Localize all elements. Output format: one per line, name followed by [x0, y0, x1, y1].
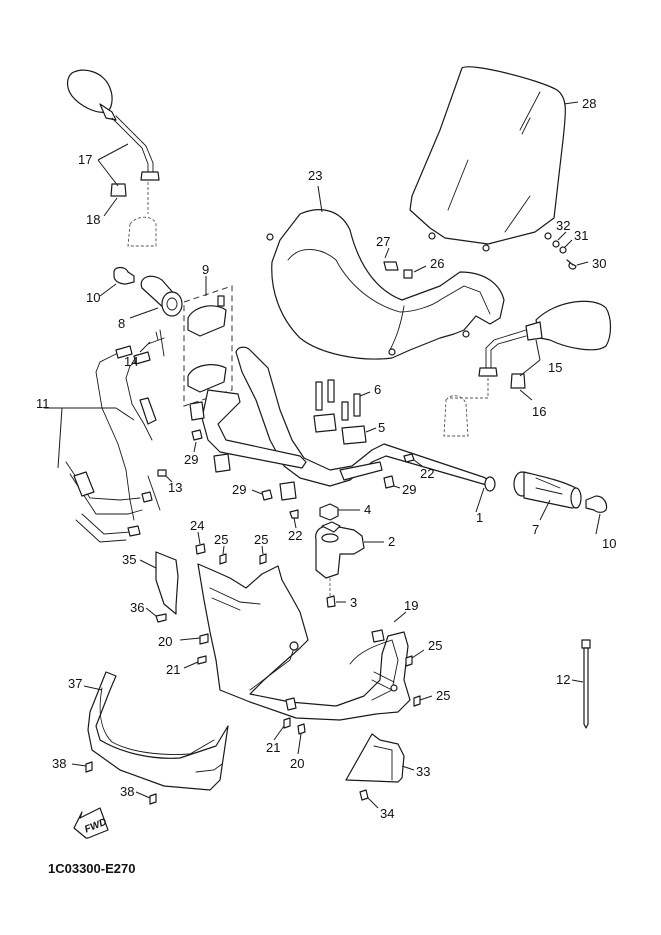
collar-29-lower — [251, 489, 273, 501]
handlebar-cover — [266, 185, 505, 360]
side-cover-35 — [139, 551, 179, 615]
callout-17-mirror-left: 17 — [78, 152, 92, 167]
callout-4-nut: 4 — [364, 502, 371, 517]
collar-29-left — [191, 429, 203, 453]
front-cover-lower — [83, 671, 229, 791]
handlebar — [189, 346, 496, 513]
callout-18-nut-mirror-left: 18 — [86, 212, 100, 227]
nut-clip-27 — [383, 247, 399, 271]
callout-34-screw: 34 — [380, 806, 394, 821]
inner-cover — [197, 563, 411, 721]
bar-end-left — [99, 266, 135, 297]
callout-29-collar: 29 — [402, 482, 416, 497]
grip-left — [129, 275, 183, 319]
nut-clip-24 — [195, 531, 206, 555]
nut-clip-20-a — [179, 633, 209, 645]
callout-35-side-cover: 35 — [122, 552, 136, 567]
callout-19-inner-cover: 19 — [404, 598, 418, 613]
callout-25-screw: 25 — [436, 688, 450, 703]
mirror-right — [443, 300, 612, 437]
cable-tie — [571, 639, 591, 729]
callout-23-handlebar-cover: 23 — [308, 168, 322, 183]
callout-38-screw: 38 — [52, 756, 66, 771]
screw-36 — [145, 607, 167, 623]
grip-right — [513, 471, 582, 521]
bolts-6 — [315, 379, 371, 421]
callout-3-damper: 3 — [350, 595, 357, 610]
callout-10-bar-end-left: 10 — [86, 290, 100, 305]
screw-25-d — [413, 695, 433, 707]
callout-22-screw: 22 — [288, 528, 302, 543]
callout-25-screw: 25 — [214, 532, 228, 547]
drawing-code: 1C03300-E270 — [48, 861, 135, 876]
callout-11-brake-cables: 11 — [36, 396, 50, 411]
callout-25-screw: 25 — [428, 638, 442, 653]
callout-36-screw: 36 — [130, 600, 144, 615]
callout-37-front-cover-lower: 37 — [68, 676, 82, 691]
callout-29-collar: 29 — [232, 482, 246, 497]
callout-30-bolt: 30 — [592, 256, 606, 271]
screw-25-c — [405, 649, 425, 667]
lever-holder-assembly — [183, 276, 233, 407]
cable-screws — [139, 329, 165, 357]
callout-22-screw: 22 — [420, 466, 434, 481]
callout-9-lever-holder-assembly: 9 — [202, 262, 209, 277]
screw-25-a — [219, 545, 227, 565]
screw-21-a — [183, 655, 207, 669]
screw-21-b — [273, 717, 291, 741]
callout-20-nut-clip: 20 — [158, 634, 172, 649]
callout-5-handlebar-holder-upper: 5 — [378, 420, 385, 435]
callout-26-screw: 26 — [430, 256, 444, 271]
screw-22-upper — [403, 453, 423, 467]
callout-21-screw: 21 — [266, 740, 280, 755]
handlebar-holder-lower — [315, 521, 384, 596]
callout-6-bolt: 6 — [374, 382, 381, 397]
callout-2-handlebar-holder-lower: 2 — [388, 534, 395, 549]
callout-1-handlebar: 1 — [476, 510, 483, 525]
windshield — [409, 66, 579, 252]
callout-28-windshield: 28 — [582, 96, 596, 111]
screw-38-a — [71, 761, 93, 773]
callout-32-washer: 32 — [556, 218, 570, 233]
callout-20-nut-clip: 20 — [290, 756, 304, 771]
screw-34 — [359, 789, 379, 809]
callout-33-side-cover: 33 — [416, 764, 430, 779]
windshield-fasteners — [552, 231, 589, 270]
callout-27-nut-clip: 27 — [376, 234, 390, 249]
damper — [326, 595, 346, 608]
collar-29-right — [383, 475, 401, 489]
handlebar-holder-upper — [313, 413, 377, 445]
callout-8-grip-left: 8 — [118, 316, 125, 331]
screw-38-b — [135, 791, 157, 805]
bar-end-right — [585, 495, 608, 535]
callout-24-nut-clip: 24 — [190, 518, 204, 533]
screw-26 — [403, 265, 427, 279]
screw-22-lower — [289, 509, 299, 529]
callout-21-screw: 21 — [166, 662, 180, 677]
callout-31-washer: 31 — [574, 228, 588, 243]
callout-25-screw: 25 — [254, 532, 268, 547]
side-cover-33 — [345, 733, 415, 783]
screw-25-b — [259, 545, 267, 565]
nut — [319, 503, 360, 521]
mirror-left — [66, 69, 160, 247]
callout-7-grip-right: 7 — [532, 522, 539, 537]
callout-38-screw: 38 — [120, 784, 134, 799]
brake-cables — [44, 345, 161, 543]
callout-14-screw: 14 — [124, 354, 138, 369]
screw-13 — [157, 469, 173, 483]
callout-29-collar: 29 — [184, 452, 198, 467]
callout-16-nut-mirror-right: 16 — [532, 404, 546, 419]
callout-12-cable-tie: 12 — [556, 672, 570, 687]
nut-clip-20-b — [297, 723, 306, 755]
callout-15-mirror-right: 15 — [548, 360, 562, 375]
callout-13-screw: 13 — [168, 480, 182, 495]
fwd-direction-arrow: FWD — [73, 807, 109, 839]
callout-10-bar-end-right: 10 — [602, 536, 616, 551]
